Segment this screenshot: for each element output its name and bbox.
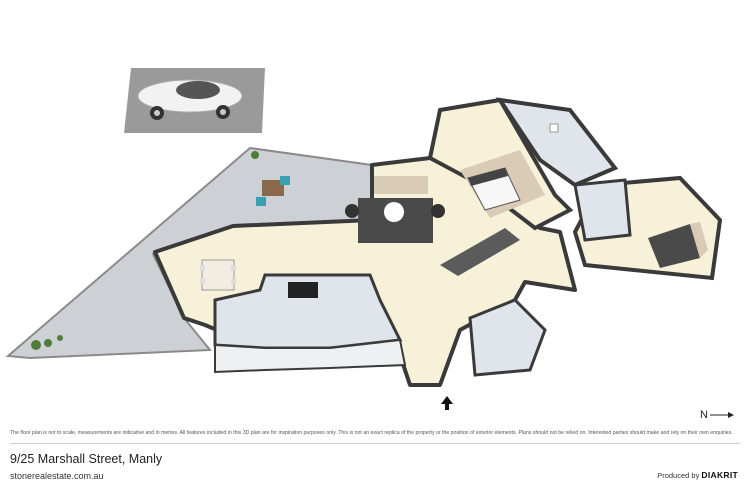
laundry bbox=[468, 298, 547, 377]
outdoor-table bbox=[256, 176, 290, 206]
ensuite bbox=[495, 97, 619, 188]
agency-website[interactable]: stonerealestate.com.au bbox=[10, 471, 104, 481]
compass-arrow-icon bbox=[709, 412, 734, 418]
second-bed bbox=[648, 224, 700, 268]
dining-table bbox=[200, 259, 236, 291]
bathroom bbox=[573, 178, 632, 242]
disclaimer: The floor plan is not to scale, measurem… bbox=[10, 430, 733, 436]
footer-divider bbox=[10, 443, 740, 444]
entry-arrow-icon bbox=[441, 396, 453, 410]
north-label: N bbox=[700, 409, 708, 421]
produced-by-label: Produced by bbox=[657, 471, 700, 480]
producer-credit: Produced by DIAKRIT bbox=[657, 470, 738, 480]
terrace-plants bbox=[31, 151, 259, 350]
kitchen-balcony bbox=[214, 338, 407, 374]
north-compass-icon: N bbox=[700, 409, 734, 421]
producer-name: DIAKRIT bbox=[701, 470, 738, 480]
floor-plan bbox=[5, 68, 723, 410]
wardrobe bbox=[440, 228, 520, 276]
property-address: 9/25 Marshall Street, Manly bbox=[10, 452, 163, 466]
tv-unit bbox=[288, 282, 318, 298]
parking-pad bbox=[124, 68, 265, 133]
car-icon bbox=[137, 79, 243, 120]
lounge bbox=[345, 176, 445, 243]
